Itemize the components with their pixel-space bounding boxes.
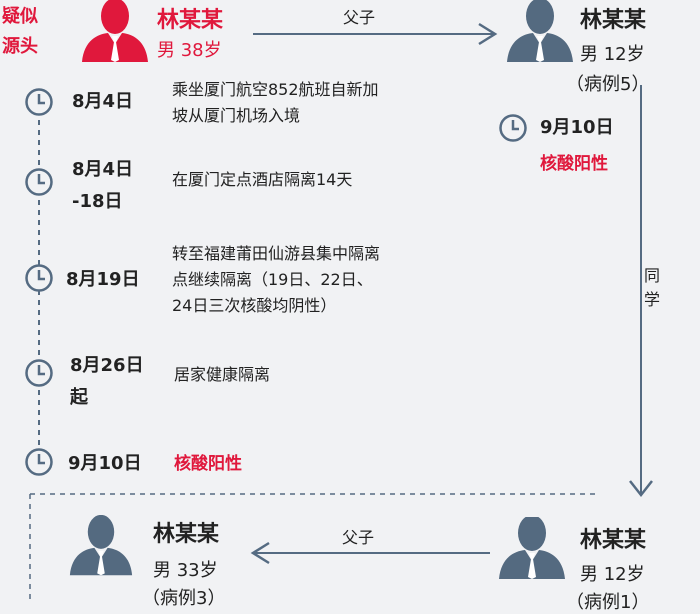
clock-icon xyxy=(24,87,54,117)
clock-icon xyxy=(24,447,54,477)
timeline-date: 8月26日 起 xyxy=(70,355,144,408)
source-label-line: 疑似 xyxy=(2,6,38,27)
timeline-desc: 核酸阳性 xyxy=(174,454,242,474)
person-icon xyxy=(505,0,575,62)
person-red-icon xyxy=(80,0,150,62)
timeline-desc: 在厦门定点酒店隔离14天 xyxy=(172,170,353,189)
person-top-right-name: 林某某 xyxy=(580,8,647,33)
timeline-date: 9月10日 xyxy=(68,453,142,474)
clock-icon xyxy=(24,263,54,293)
person-icon xyxy=(497,517,567,579)
timeline-date: 8月4日 xyxy=(72,91,134,112)
right-event-desc: 核酸阳性 xyxy=(540,154,608,174)
timeline-desc: 转至福建莆田仙游县集中隔离 点继续隔离（19日、22日、 24日三次核酸均阴性） xyxy=(172,244,381,315)
relation-right-arrow xyxy=(629,85,653,498)
relation-right-char: 学 xyxy=(644,290,661,309)
bottom-dashed-frame xyxy=(29,493,600,600)
clock-icon xyxy=(24,167,54,197)
person-bottom-right-info: 男 12岁 xyxy=(580,564,645,585)
person-top-right-case: （病例5） xyxy=(566,74,650,95)
timeline-date: 8月19日 xyxy=(66,269,140,290)
timeline-desc: 乘坐厦门航空852航班自新加 坡从厦门机场入境 xyxy=(172,80,379,125)
timeline-desc: 居家健康隔离 xyxy=(174,365,271,384)
timeline-date: 8月4日 -18日 xyxy=(72,159,134,212)
person-bottom-left-name: 林某某 xyxy=(153,522,220,547)
person-icon xyxy=(68,515,134,577)
person-bottom-left-case: （病例3） xyxy=(142,588,226,609)
relation-top-label: 父子 xyxy=(343,8,376,27)
person-top-left-name: 林某某 xyxy=(157,8,224,33)
clock-icon xyxy=(498,113,528,143)
right-event-date: 9月10日 xyxy=(540,117,614,138)
relation-top-arrow xyxy=(253,22,498,46)
person-bottom-right-case: （病例1） xyxy=(566,592,650,613)
person-top-left-info: 男 38岁 xyxy=(157,40,222,61)
relation-right-char: 同 xyxy=(644,266,661,285)
source-label-line: 源头 xyxy=(2,36,38,57)
relation-right-label: 同 学 xyxy=(644,264,661,312)
person-bottom-left-info: 男 33岁 xyxy=(153,560,218,581)
clock-icon xyxy=(24,358,54,388)
person-bottom-right-name: 林某某 xyxy=(580,528,647,553)
relation-bottom-label: 父子 xyxy=(342,528,375,547)
relation-bottom-arrow xyxy=(250,541,490,565)
person-top-right-info: 男 12岁 xyxy=(580,44,645,65)
source-label: 疑似 源头 xyxy=(2,2,38,62)
